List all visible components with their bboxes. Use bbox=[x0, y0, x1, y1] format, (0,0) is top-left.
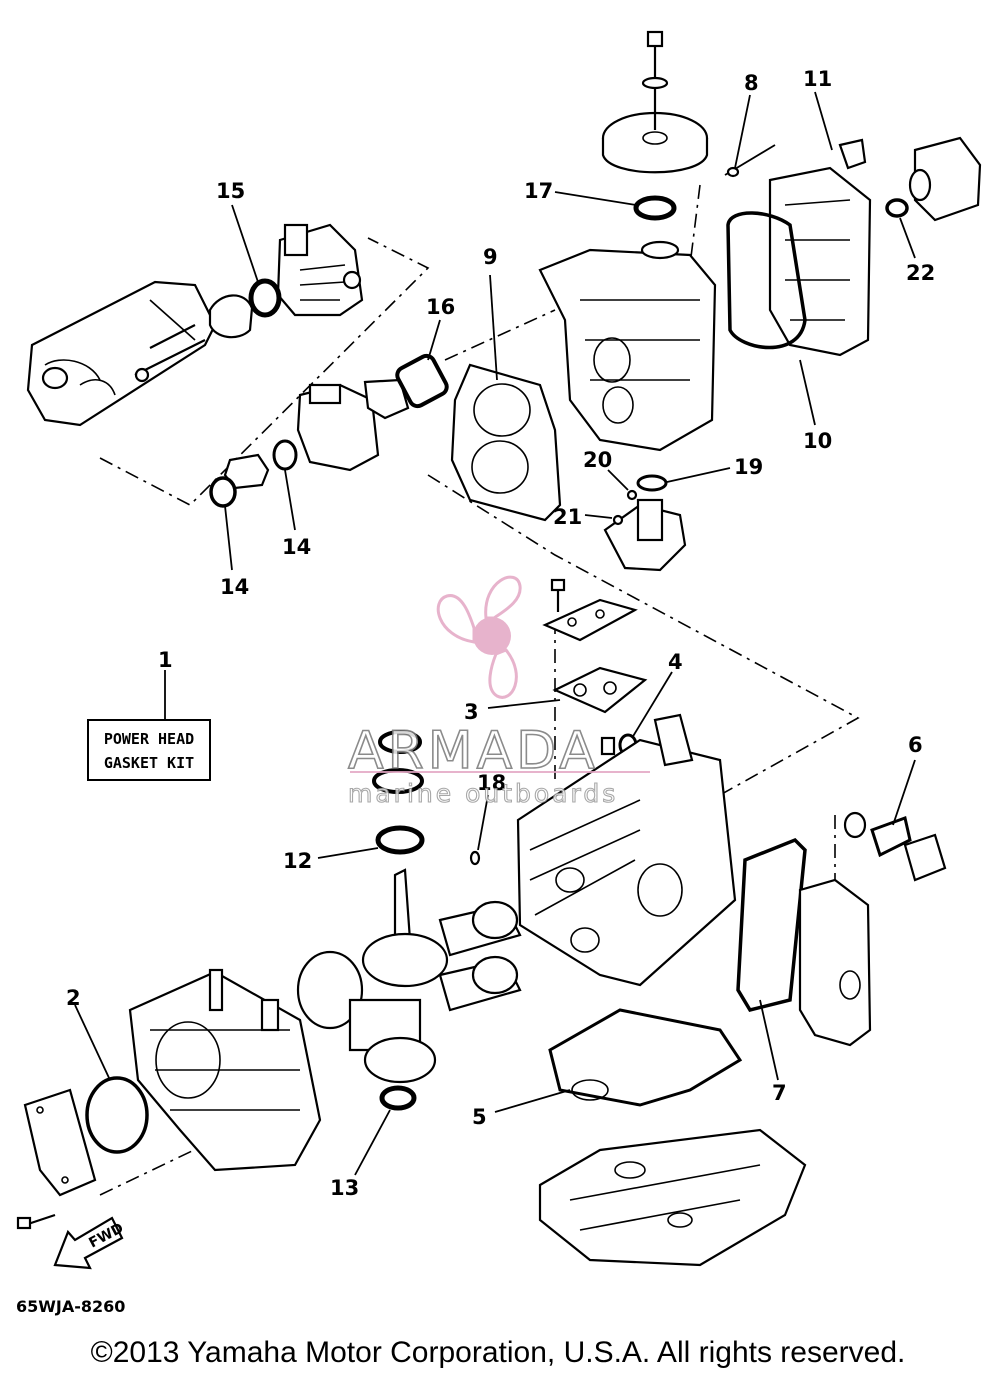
exhaust-cover bbox=[726, 166, 872, 357]
oil-seal-13 bbox=[379, 1085, 417, 1111]
flywheel bbox=[601, 30, 709, 174]
lower-case bbox=[538, 1128, 807, 1267]
oil-seal-12 bbox=[375, 825, 425, 855]
callout-1: 1 bbox=[158, 648, 173, 672]
oil-seal-17 bbox=[633, 195, 677, 221]
cylinder-block bbox=[516, 713, 737, 987]
watermark-tagline: marine outboards bbox=[348, 779, 618, 808]
propeller-logo bbox=[436, 575, 522, 699]
intake-silencer bbox=[26, 280, 217, 427]
thermostat-housing bbox=[908, 136, 982, 222]
thermostat-11 bbox=[838, 138, 867, 170]
o-ring-19 bbox=[636, 474, 668, 492]
watermark: ARMADA marine outboards bbox=[347, 575, 650, 809]
exhaust-plate bbox=[736, 811, 947, 1047]
forward-arrow: FWD bbox=[53, 1216, 126, 1270]
callout-14a: 14 bbox=[220, 575, 249, 599]
plug-4 bbox=[600, 736, 616, 756]
callout-8: 8 bbox=[744, 71, 759, 95]
pin-18 bbox=[469, 850, 481, 866]
callout-17: 17 bbox=[524, 179, 553, 203]
water-pump-base bbox=[603, 498, 687, 572]
kit-label-line-2: GASKET KIT bbox=[104, 754, 194, 772]
cylinder-head-gasket bbox=[450, 363, 562, 522]
crankshaft bbox=[296, 868, 522, 1084]
gasket-plates-3 bbox=[542, 578, 648, 714]
leader-lines bbox=[74, 91, 916, 1176]
intake-manifold bbox=[223, 378, 410, 490]
callout-numbers: 1 2 3 4 5 6 7 8 9 10 11 12 13 14 14 15 1… bbox=[66, 67, 935, 1200]
callout-14b: 14 bbox=[282, 535, 311, 559]
bearing-middle bbox=[372, 768, 424, 794]
callout-20: 20 bbox=[583, 448, 612, 472]
callout-7: 7 bbox=[772, 1081, 787, 1105]
callout-16: 16 bbox=[426, 295, 455, 319]
callout-3: 3 bbox=[464, 700, 479, 724]
cylinder-head bbox=[538, 240, 717, 452]
o-ring-2 bbox=[85, 1076, 149, 1154]
gasket-5 bbox=[548, 1008, 743, 1107]
callout-5: 5 bbox=[472, 1105, 487, 1129]
callout-22: 22 bbox=[906, 261, 935, 285]
washer-20 bbox=[626, 489, 638, 501]
o-ring-14b bbox=[272, 439, 298, 471]
gasket-16 bbox=[395, 353, 449, 409]
gasket-kit-label: POWER HEAD GASKET KIT bbox=[87, 719, 211, 781]
callout-9: 9 bbox=[483, 245, 498, 269]
o-ring-14a bbox=[209, 476, 237, 508]
callout-11: 11 bbox=[803, 67, 832, 91]
kit-label-line-1: POWER HEAD bbox=[104, 730, 194, 748]
gasket-22 bbox=[885, 198, 909, 218]
callout-10: 10 bbox=[803, 429, 832, 453]
callout-15: 15 bbox=[216, 179, 245, 203]
bearing-upper bbox=[378, 730, 422, 754]
callout-12: 12 bbox=[283, 849, 312, 873]
diagram-code: 65WJA-8260 bbox=[16, 1297, 125, 1316]
callout-21: 21 bbox=[553, 505, 582, 529]
callout-13: 13 bbox=[330, 1176, 359, 1200]
cover-plate bbox=[16, 1088, 97, 1230]
copyright-notice: ©2013 Yamaha Motor Corporation, U.S.A. A… bbox=[91, 1336, 906, 1369]
washer-21 bbox=[612, 514, 624, 526]
carburetor bbox=[208, 223, 364, 339]
callout-6: 6 bbox=[908, 733, 923, 757]
callout-19: 19 bbox=[734, 455, 763, 479]
callout-18: 18 bbox=[477, 771, 506, 795]
crankcase-half bbox=[128, 968, 322, 1172]
carburetor-gasket-ring bbox=[248, 278, 282, 318]
callout-2: 2 bbox=[66, 986, 81, 1010]
callout-4: 4 bbox=[668, 650, 683, 674]
